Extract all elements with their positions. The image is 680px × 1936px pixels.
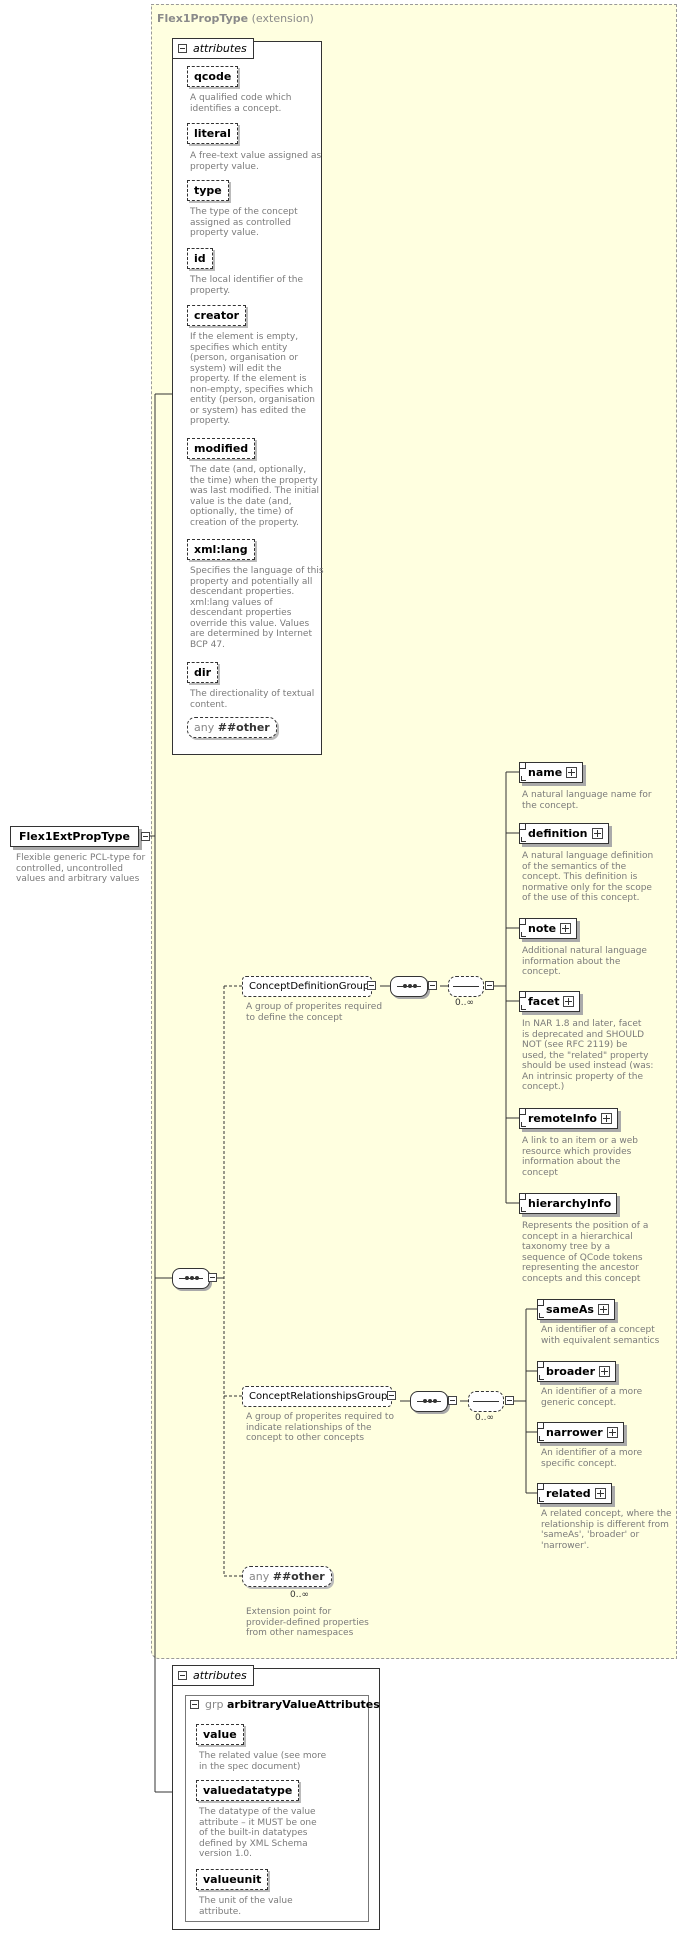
expand-icon[interactable] <box>591 828 603 839</box>
attribute-description: A free-text value assigned as property v… <box>190 151 322 172</box>
element-description: In NAR 1.8 and later, facet is deprecate… <box>522 1019 654 1092</box>
collapse-icon[interactable] <box>178 1671 187 1680</box>
cardinality-label: 0..∞ <box>455 998 474 1008</box>
group-description: A group of properites required to indica… <box>246 1412 394 1443</box>
element-description: An identifier of a more specific concept… <box>541 1448 643 1469</box>
expand-icon[interactable] <box>560 923 572 934</box>
attribute-description: The type of the concept assigned as cont… <box>190 207 298 238</box>
sequence-compositor[interactable] <box>390 976 428 997</box>
element-description: A link to an item or a web resource whic… <box>522 1136 639 1178</box>
attribute-group-header[interactable]: grp arbitraryValueAttributes <box>185 1695 380 1714</box>
attribute-description: The related value (see more in the spec … <box>199 1751 327 1772</box>
collapse-icon[interactable] <box>428 981 437 990</box>
collapse-icon[interactable] <box>485 981 494 990</box>
attribute-description: Specifies the language of this property … <box>190 566 324 650</box>
element-name[interactable]: name <box>519 762 584 783</box>
attribute-valuedatatype[interactable]: valuedatatype <box>196 1780 300 1801</box>
attributes-box <box>172 41 322 755</box>
attribute-description: The date (and, optionally, the time) whe… <box>190 465 319 528</box>
element-narrower[interactable]: narrower <box>537 1422 624 1443</box>
attributes-header[interactable]: attributes <box>172 1665 254 1686</box>
element-note[interactable]: note <box>519 918 578 939</box>
attribute-xml-lang[interactable]: xml:lang <box>187 539 255 560</box>
root-description: Flexible generic PCL-type for controlled… <box>16 853 146 884</box>
attribute-value[interactable]: value <box>196 1724 244 1745</box>
attribute-type[interactable]: type <box>187 180 229 201</box>
attribute-description: The directionality of textual content. <box>190 689 315 710</box>
group-description: A group of properites required to define… <box>246 1002 383 1023</box>
element-related[interactable]: related <box>537 1483 612 1504</box>
collapse-icon[interactable] <box>387 1391 396 1400</box>
attribute-modified[interactable]: modified <box>187 438 256 459</box>
collapse-icon[interactable] <box>505 1396 514 1405</box>
element-description: An identifier of a concept with equivale… <box>541 1325 660 1346</box>
attribute-description: If the element is empty, specifies which… <box>190 332 315 426</box>
element-definition[interactable]: definition <box>519 823 609 844</box>
attribute-id[interactable]: id <box>187 248 213 269</box>
root-element[interactable]: Flex1ExtPropType <box>10 826 150 847</box>
attributes-header[interactable]: attributes <box>172 38 254 59</box>
expand-icon[interactable] <box>599 1366 611 1377</box>
attribute-literal[interactable]: literal <box>187 123 238 144</box>
element-description: A related concept, where the relationshi… <box>541 1509 672 1551</box>
element-hierarchy-info[interactable]: hierarchyInfo <box>519 1193 618 1214</box>
extension-point-description: Extension point for provider-defined pro… <box>246 1607 369 1638</box>
element-description: A natural language name for the concept. <box>522 790 652 811</box>
attribute-description: The unit of the value attribute. <box>199 1896 293 1917</box>
collapse-icon[interactable] <box>208 1273 217 1282</box>
element-description: Represents the position of a concept in … <box>522 1221 649 1284</box>
element-facet[interactable]: facet <box>519 991 581 1012</box>
any-other-element[interactable]: any ##other <box>242 1566 332 1587</box>
expand-icon[interactable] <box>563 996 575 1007</box>
choice-compositor[interactable] <box>448 976 484 997</box>
expand-icon[interactable] <box>597 1304 609 1315</box>
any-other-attribute[interactable]: any ##other <box>187 717 277 738</box>
expand-icon[interactable] <box>606 1427 618 1438</box>
collapse-icon[interactable] <box>448 1396 457 1405</box>
element-description: A natural language definition of the sem… <box>522 851 654 903</box>
attribute-valueunit[interactable]: valueunit <box>196 1869 269 1890</box>
attribute-dir[interactable]: dir <box>187 662 219 683</box>
attribute-description: The datatype of the value attribute – it… <box>199 1807 317 1859</box>
expand-icon[interactable] <box>566 767 578 778</box>
attribute-qcode[interactable]: qcode <box>187 66 239 87</box>
element-description: An identifier of a more generic concept. <box>541 1387 643 1408</box>
attribute-description: A qualified code which identifies a conc… <box>190 93 292 114</box>
collapse-icon[interactable] <box>140 832 150 841</box>
extension-title: Flex1PropType (extension) <box>157 12 314 25</box>
element-same-as[interactable]: sameAs <box>537 1299 615 1320</box>
element-description: Additional natural language information … <box>522 946 647 977</box>
element-broader[interactable]: broader <box>537 1361 617 1382</box>
element-remote-info[interactable]: remoteInfo <box>519 1108 618 1129</box>
collapse-icon[interactable] <box>178 44 187 53</box>
concept-definition-group[interactable]: ConceptDefinitionGroup <box>242 976 372 997</box>
expand-icon[interactable] <box>600 1113 612 1124</box>
concept-relationships-group[interactable]: ConceptRelationshipsGroup <box>242 1386 392 1407</box>
attribute-creator[interactable]: creator <box>187 305 247 326</box>
collapse-icon[interactable] <box>367 981 376 990</box>
collapse-icon[interactable] <box>190 1700 199 1709</box>
attribute-description: The local identifier of the property. <box>190 275 303 296</box>
cardinality-label: 0..∞ <box>475 1413 494 1423</box>
choice-compositor[interactable] <box>468 1391 504 1412</box>
cardinality-label: 0..∞ <box>290 1590 309 1600</box>
sequence-compositor[interactable] <box>410 1391 448 1412</box>
sequence-compositor[interactable] <box>172 1268 210 1289</box>
expand-icon[interactable] <box>594 1488 606 1499</box>
